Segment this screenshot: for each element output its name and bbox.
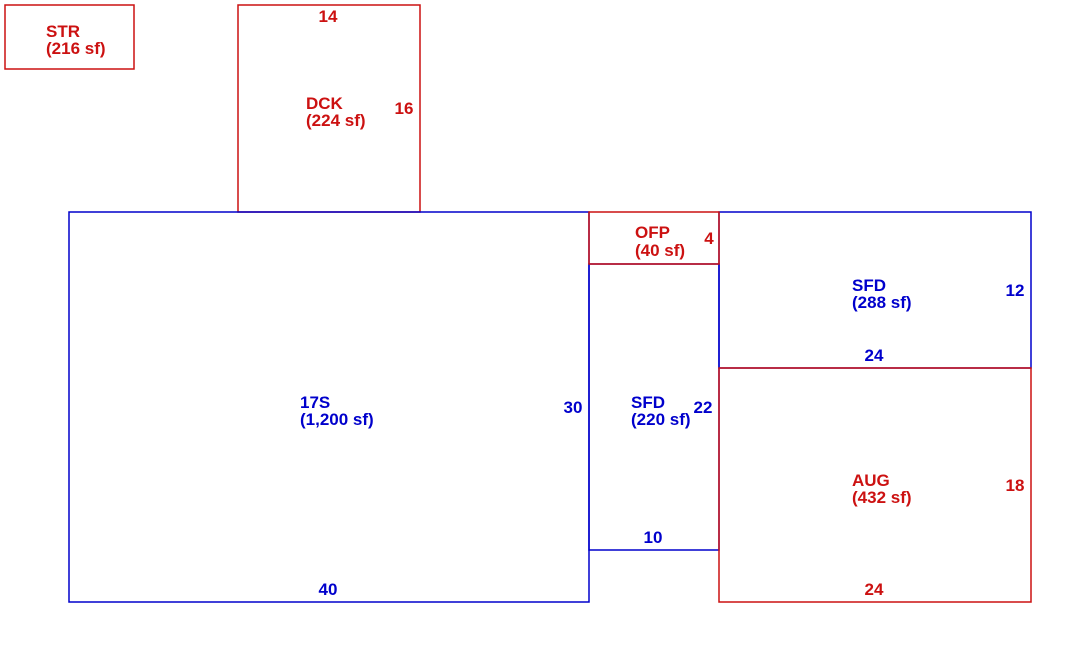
aug-bottom-dimension: 24 bbox=[865, 580, 884, 599]
sfd-middle-right-dimension: 22 bbox=[694, 398, 713, 417]
aug-code-label: AUG bbox=[852, 471, 890, 490]
17s-bottom-dimension: 40 bbox=[319, 580, 338, 599]
dck-right-dimension: 16 bbox=[395, 99, 414, 118]
str-area-label: (216 sf) bbox=[46, 39, 106, 58]
sfd-upper-bottom-dimension: 24 bbox=[865, 346, 884, 365]
aug-right-dimension: 18 bbox=[1006, 476, 1025, 495]
aug-area-label: (432 sf) bbox=[852, 488, 912, 507]
dck-top-dimension: 14 bbox=[319, 7, 338, 26]
ofp-outline bbox=[588, 211, 720, 265]
ofp-code-label: OFP bbox=[635, 223, 670, 242]
ofp-area-label: (40 sf) bbox=[635, 241, 685, 260]
ofp-right-dimension: 4 bbox=[704, 229, 714, 248]
17s-area-label: (1,200 sf) bbox=[300, 410, 374, 429]
17s-right-dimension: 30 bbox=[564, 398, 583, 417]
dck-area-label: (224 sf) bbox=[306, 111, 366, 130]
sfd-middle-bottom-dimension: 10 bbox=[644, 528, 663, 547]
sfd-upper-code-label: SFD bbox=[852, 276, 886, 295]
dck-code-label: DCK bbox=[306, 94, 344, 113]
aug-outline bbox=[718, 367, 1032, 603]
17s-code-label: 17S bbox=[300, 393, 330, 412]
sfd-upper-area-label: (288 sf) bbox=[852, 293, 912, 312]
str-code-label: STR bbox=[46, 22, 80, 41]
sfd-middle-area-label: (220 sf) bbox=[631, 410, 691, 429]
sfd-upper-right-dimension: 12 bbox=[1006, 281, 1025, 300]
sfd-middle-code-label: SFD bbox=[631, 393, 665, 412]
str-outline bbox=[4, 4, 135, 70]
